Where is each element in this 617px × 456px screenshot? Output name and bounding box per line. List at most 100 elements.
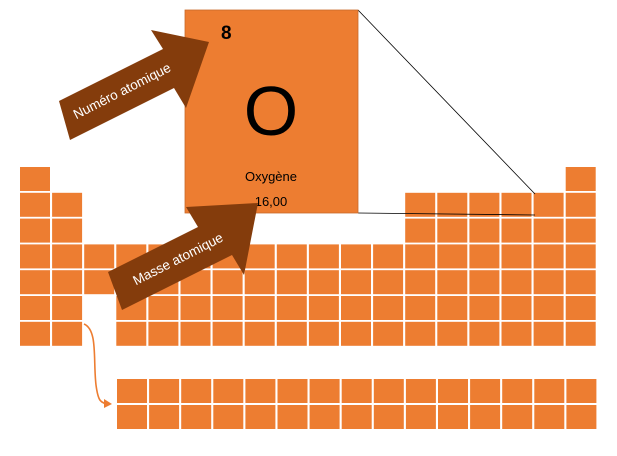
element-cell [180,321,211,346]
enlarged-element-cell: 8 O Oxygène 16,00 [184,9,359,214]
element-name: Oxygène [245,169,297,184]
element-cell [373,244,404,269]
element-cell [405,192,436,217]
f-block-cell [309,405,340,429]
element-cell [116,321,147,346]
element-cell [501,192,532,217]
f-block-cell [213,405,244,429]
element-cell [20,244,50,269]
f-block-cell [117,379,147,403]
element-cell [565,192,596,217]
element-cell [533,244,564,269]
element-cell [533,296,564,320]
element-cell [276,244,307,269]
element-cell [52,218,83,243]
element-cell [437,192,468,217]
element-cell [437,218,468,243]
f-block-cell [181,379,212,403]
element-cell [341,244,371,269]
element-cell [180,296,211,320]
element-cell [212,270,243,295]
f-block-cell [405,405,436,429]
element-cell [52,321,83,346]
element-cell [437,296,468,320]
element-cell [373,296,404,320]
atomic-number-value: 8 [221,23,232,44]
element-cell [341,321,371,346]
element-cell [533,192,564,217]
f-block-cell [438,405,468,429]
f-block-cell [502,405,533,429]
element-cell [565,296,596,320]
element-cell [533,270,564,295]
element-cell [341,296,371,320]
f-block-cell [245,405,276,429]
element-cell [20,270,50,295]
f-block-cell [341,379,372,403]
element-cell [308,244,339,269]
f-block-cell [117,405,147,429]
element-cell [469,192,500,217]
element-cell [52,270,83,295]
element-cell [308,296,339,320]
element-cell [469,244,500,269]
element-cell [501,296,532,320]
element-cell [276,296,307,320]
f-block-cell [502,379,533,403]
element-cell [20,167,50,191]
element-cell [405,321,436,346]
element-cell [469,218,500,243]
element-cell [437,321,468,346]
f-block-cell [470,405,501,429]
element-cell [52,244,83,269]
element-cell [373,270,404,295]
element-cell [565,167,596,191]
f-block-cell [341,405,372,429]
f-block-cell [566,379,597,403]
element-cell [533,321,564,346]
f-block-cell [277,379,308,403]
element-cell [244,270,275,295]
element-cell [20,296,50,320]
f-block-cell [566,405,597,429]
element-cell [405,218,436,243]
element-cell [501,270,532,295]
enlarged-cell-box [184,9,359,214]
element-cell [84,244,115,269]
f-block-cell [245,379,276,403]
element-cell [341,270,371,295]
element-cell [20,321,50,346]
f-block-cell [309,379,340,403]
f-block-grid [117,379,597,429]
element-cell [52,192,83,217]
element-cell [308,270,339,295]
element-cell [405,244,436,269]
element-cell [565,321,596,346]
element-cell [469,296,500,320]
f-block-cell [373,379,404,403]
element-cell [405,296,436,320]
element-cell [212,296,243,320]
zoom-lines [357,9,536,216]
element-cell [244,321,275,346]
element-cell [437,270,468,295]
atomic-mass-value: 16,00 [255,194,288,209]
element-cell [501,244,532,269]
f-block-cell [213,379,244,403]
f-block-cell [277,405,308,429]
element-cell [52,296,83,320]
element-symbol: O [244,72,298,150]
connector-arrow-icon [83,323,112,408]
element-cell [565,270,596,295]
element-cell [276,321,307,346]
f-block-cell [149,379,180,403]
element-cell [533,218,564,243]
f-block-cell [534,379,565,403]
element-cell [469,321,500,346]
element-cell [148,321,179,346]
element-cell [244,296,275,320]
f-block-cell [181,405,212,429]
f-block-cell [470,379,501,403]
f-block-cell [373,405,404,429]
